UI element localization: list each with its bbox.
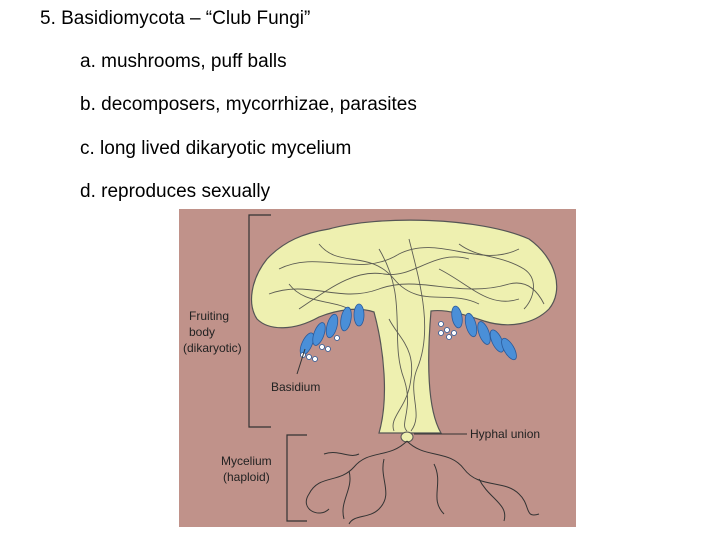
fruiting-body-bracket: [248, 214, 271, 428]
basidia-left: [299, 303, 365, 362]
label-dikaryotic: (dikaryotic): [183, 341, 242, 355]
mycelium-bracket: [286, 434, 307, 522]
label-basidium: Basidium: [271, 380, 320, 394]
label-haploid: (haploid): [223, 470, 270, 484]
basidiomycete-diagram: Fruiting body (dikaryotic) Basidium Hyph…: [179, 209, 576, 527]
bullet-b: b. decomposers, mycorrhizae, parasites: [80, 94, 417, 115]
mycelium-hyphae: [306, 440, 540, 525]
hyphal-union: [400, 431, 414, 443]
bullet-a: a. mushrooms, puff balls: [80, 51, 287, 72]
basidium-leader: [296, 348, 306, 375]
label-hyphal-union: Hyphal union: [470, 427, 540, 441]
slide-heading: 5. Basidiomycota – “Club Fungi”: [40, 8, 311, 29]
mushroom-body: [250, 219, 558, 434]
label-body: body: [189, 325, 215, 339]
basidia-right: [438, 305, 517, 361]
bullet-d: d. reproduces sexually: [80, 181, 271, 202]
internal-hyphae: [268, 238, 545, 432]
label-mycelium: Mycelium: [221, 454, 272, 468]
bullet-c: c. long lived dikaryotic mycelium: [80, 138, 352, 159]
label-fruiting: Fruiting: [189, 309, 229, 323]
